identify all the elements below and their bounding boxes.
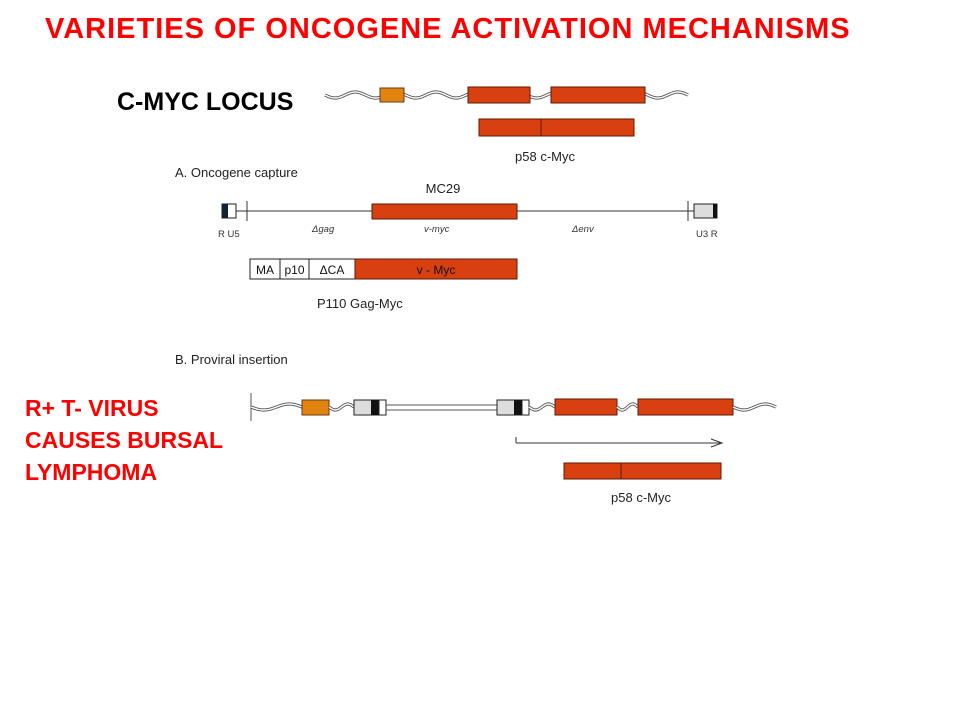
p58-label: p58 c-Myc <box>515 149 575 164</box>
exon-3 <box>637 398 734 416</box>
proviral-insertion-diagram: B. Proviral insertion p58 c-Myc <box>175 352 777 505</box>
p58-protein-bar <box>478 118 635 137</box>
c-myc-locus-label: C-MYC LOCUS <box>117 88 293 116</box>
dna-strand-inner <box>328 403 355 411</box>
exon-3 <box>550 86 646 104</box>
segment-p10: p10 <box>284 263 304 277</box>
p58-label-b: p58 c-Myc <box>611 490 671 505</box>
ltr-right-label: U3 R <box>696 229 718 240</box>
note-line-2: CAUSES BURSAL <box>25 427 223 453</box>
gag-label: Δgag <box>311 224 335 235</box>
note-line-1: R+ T- VIRUS <box>25 395 159 421</box>
mc29-label: MC29 <box>426 181 461 196</box>
segment-delta-ca: ΔCA <box>320 263 345 277</box>
c-myc-locus-diagram: p58 c-Myc <box>324 86 689 164</box>
dna-strand-inner <box>528 403 556 411</box>
v-myc-gene <box>371 203 518 220</box>
exon-1 <box>301 399 330 416</box>
exon-2 <box>467 86 531 104</box>
dna-strand-inner <box>250 403 303 411</box>
exon-1 <box>379 87 405 103</box>
dna-strand-inner <box>616 403 639 411</box>
oncogene-capture-diagram: A. Oncogene capture MC29 R U5 Δgag v-myc… <box>175 165 718 311</box>
exon-2 <box>554 398 618 416</box>
env-label: Δenv <box>571 224 595 235</box>
segment-ma: MA <box>256 263 274 277</box>
ltr-left-label: R U5 <box>218 229 240 240</box>
section-a-heading: A. Oncogene capture <box>175 165 298 180</box>
slide-title: VARIETIES OF ONCOGENE ACTIVATION MECHANI… <box>45 13 851 45</box>
section-b-heading: B. Proviral insertion <box>175 352 288 367</box>
v-myc-label: v-myc <box>424 224 450 235</box>
segment-v-myc: v - Myc <box>417 263 456 277</box>
p110-label: P110 Gag-Myc <box>317 296 403 311</box>
note-line-3: LYMPHOMA <box>25 459 157 485</box>
p58-protein-bar <box>563 462 722 480</box>
dna-strand-inner <box>732 403 777 411</box>
